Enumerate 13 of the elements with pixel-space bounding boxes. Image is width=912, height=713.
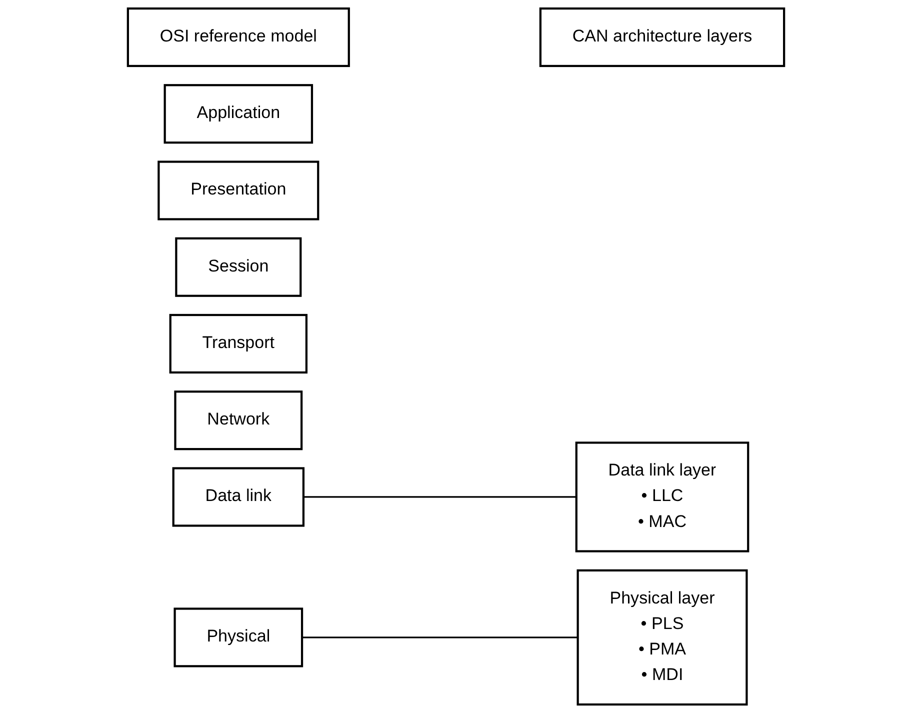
node-box: Presentation — [158, 160, 320, 220]
node-box: Physical layer • PLS • PMA • MDI — [576, 569, 748, 706]
node-box: Data link layer • LLC • MAC — [575, 442, 750, 552]
node-box: Session — [175, 237, 302, 297]
node-box: OSI reference model — [126, 7, 350, 68]
node-box: Data link — [172, 467, 305, 527]
node-box: Transport — [169, 314, 308, 374]
connector — [302, 636, 578, 638]
node-box: CAN architecture layers — [539, 7, 786, 68]
node-box: Physical — [174, 608, 304, 668]
connector — [303, 496, 576, 498]
node-box: Application — [164, 84, 314, 144]
node-box: Network — [174, 390, 303, 450]
